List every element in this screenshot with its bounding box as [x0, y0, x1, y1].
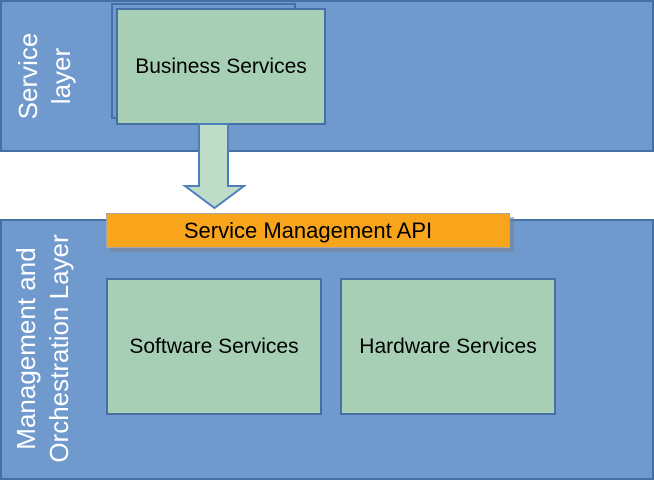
- management-layer-label-line1: Management and: [11, 247, 41, 450]
- business-services-label: Business Services: [135, 54, 307, 78]
- service-layer-label-line1: Service: [13, 32, 43, 120]
- service-layer-band: [0, 0, 654, 152]
- business-services-box: Business Services: [116, 8, 326, 125]
- hardware-services-label: Hardware Services: [359, 334, 537, 358]
- management-layer-label-line2: Orchestration Layer: [44, 234, 74, 463]
- software-services-label: Software Services: [129, 334, 299, 358]
- service-management-api-label: Service Management API: [183, 217, 433, 243]
- down-arrow-icon: [181, 123, 248, 210]
- service-layer-label-line2: layer: [46, 47, 76, 105]
- hardware-services-box: Hardware Services: [340, 278, 556, 415]
- service-management-api-box: Service Management API: [106, 213, 510, 248]
- software-services-box: Software Services: [106, 278, 322, 415]
- service-layer-label: Service layer: [5, 0, 85, 152]
- management-orchestration-layer-label: Management and Orchestration Layer: [3, 219, 83, 478]
